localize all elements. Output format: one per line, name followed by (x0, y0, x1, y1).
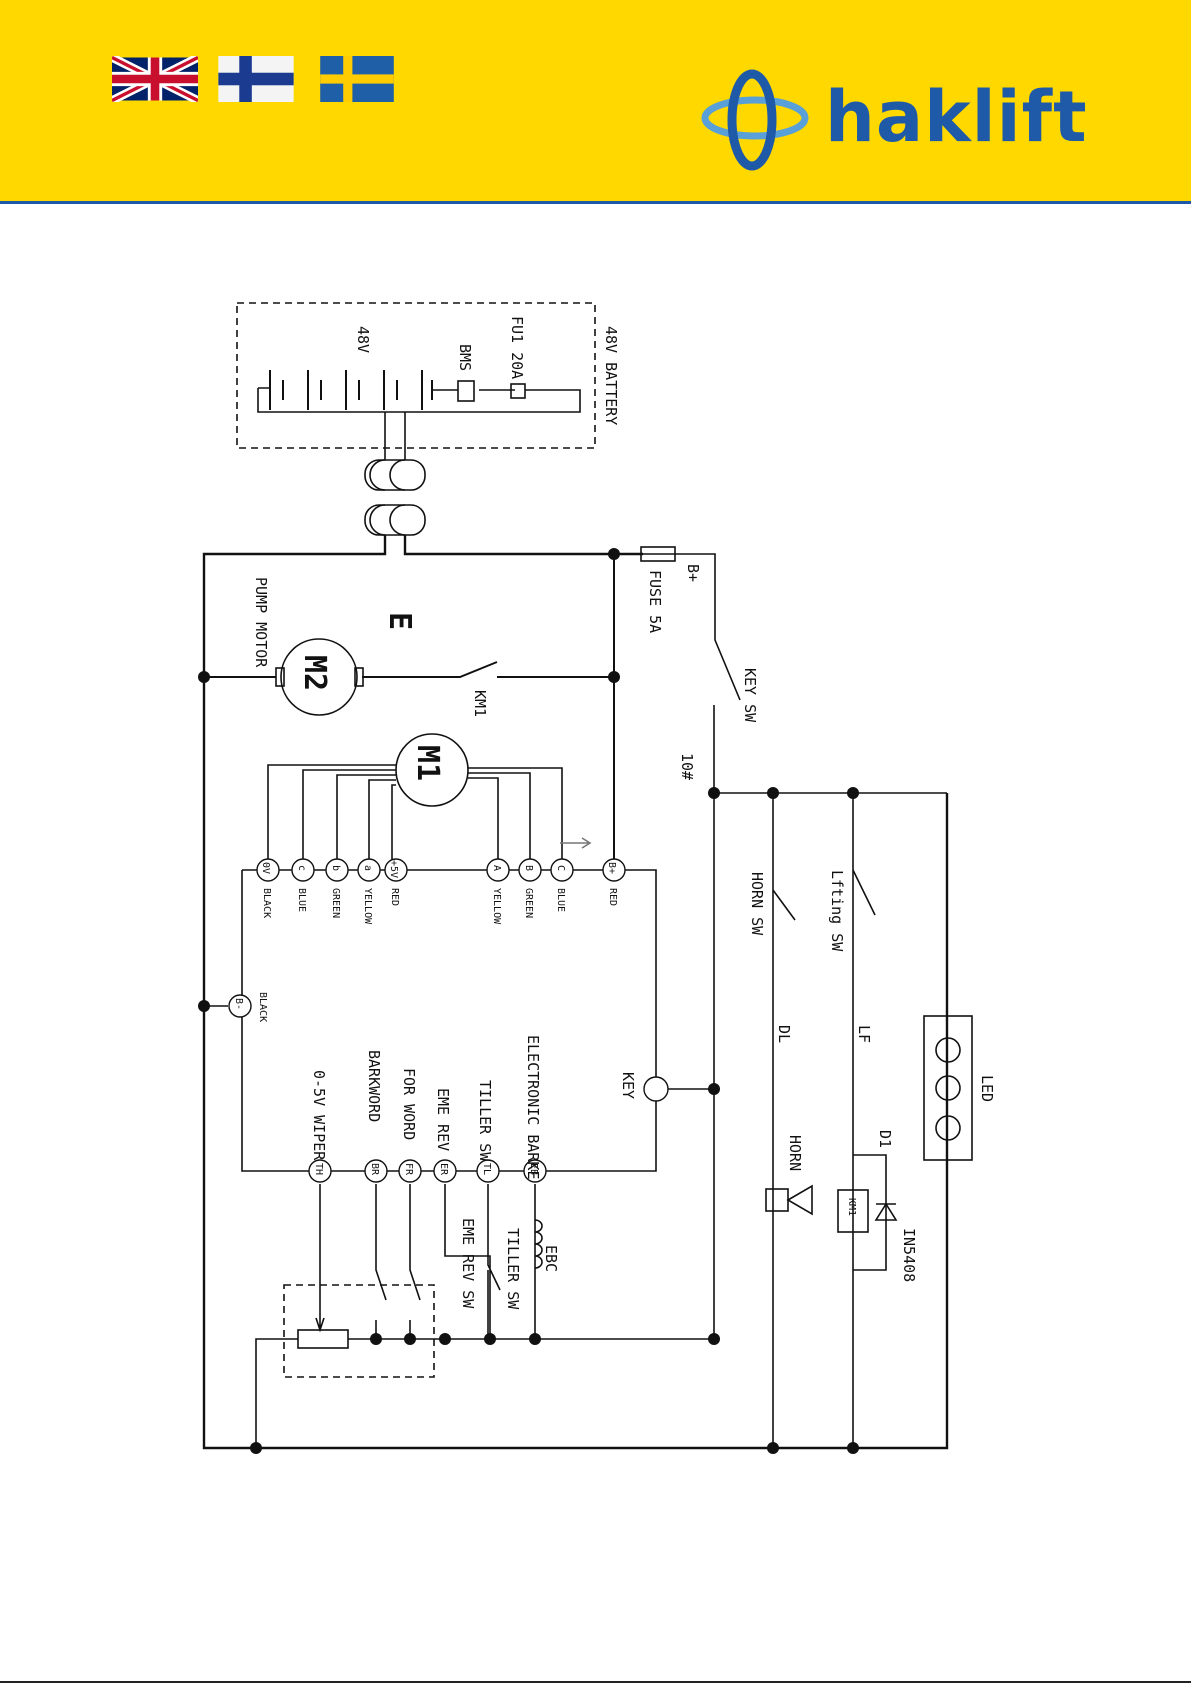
pump-motor-m2-label: M2 (297, 655, 332, 691)
battery-voltage: 48V (354, 326, 372, 353)
pin-a-upper: A (491, 865, 502, 871)
e-label: E (382, 612, 417, 630)
horn-sw-label: HORN SW (748, 872, 766, 936)
pin-b-upper: B (523, 865, 534, 871)
km1-coil (837, 1189, 869, 1233)
lf-label: LF (855, 1025, 873, 1043)
tiller-sw-label: TILLER SW (476, 1080, 494, 1162)
pump-motor-label: PUMP MOTOR (252, 577, 270, 668)
pin-b-minus: B- (233, 998, 244, 1010)
fuse-5a-label: FUSE 5A (646, 570, 664, 633)
d1-label: D1 (876, 1130, 894, 1148)
backward-label: BARKWORD (365, 1050, 383, 1122)
forward-label: FOR WORD (400, 1068, 418, 1140)
connector-upper (364, 459, 426, 491)
pin-0v: 0V (260, 862, 271, 874)
pin-b-plus: B+ (606, 862, 617, 874)
pin-a-lower: a (362, 865, 373, 871)
uk-flag[interactable] (112, 56, 198, 102)
pin-eb: EB (528, 1163, 539, 1175)
wire-10-label: 10# (678, 753, 696, 780)
pin-tl: TL (481, 1163, 492, 1175)
horn-label: HORN (786, 1135, 804, 1171)
eme-rev-sw-label: EME REV SW (459, 1218, 477, 1309)
pin-plus-5v: +5V (388, 860, 399, 878)
wire-color-tag: GREEN (523, 888, 534, 918)
haklift-logo-icon (701, 69, 809, 171)
b-minus-color: BLACK (257, 992, 268, 1022)
haklift-logo: haklift (700, 68, 1090, 174)
pin-br: BR (369, 1163, 380, 1176)
connector-lower (364, 504, 426, 536)
battery-title: 48V BATTERY (602, 326, 620, 425)
pin-c-lower: c (296, 865, 307, 871)
wiper-label: 0-5V WIPER (310, 1070, 328, 1161)
dl-label: DL (775, 1025, 793, 1043)
footer-divider (0, 1681, 1191, 1683)
bms-label: BMS (456, 344, 474, 371)
tiller-sw-switch-label: TILLER SW (504, 1228, 522, 1310)
pin-th: TH (313, 1163, 324, 1175)
bms-block (457, 380, 475, 402)
brand-name: haklift (825, 76, 1088, 158)
wire-color-tag: YELLOW (362, 888, 373, 925)
wire-color-tag: RED (607, 888, 618, 906)
pin-fr: FR (403, 1163, 414, 1176)
potentiometer (297, 1329, 349, 1349)
diode-label: IN5408 (900, 1228, 918, 1282)
battery-box (236, 302, 596, 449)
wire-color-tag: GREEN (330, 888, 341, 918)
pump-motor-m2 (280, 638, 358, 716)
eme-rev-label: EME REV (434, 1088, 452, 1151)
horn-block (765, 1188, 789, 1212)
wire-color-tag: BLUE (296, 888, 307, 912)
pin-b-lower: b (330, 865, 341, 871)
ebc-label: EBC (542, 1245, 560, 1272)
wire-color-tag: BLACK (261, 888, 272, 918)
pin-c-upper: C (555, 865, 566, 871)
km1-contactor-label: KM1 (471, 690, 489, 717)
pin-er: ER (438, 1163, 449, 1176)
led-label: LED (978, 1075, 996, 1102)
km1-coil-label: KM1 (846, 1198, 857, 1216)
wire-color-tag: YELLOW (491, 888, 502, 925)
fuse-fu1 (510, 383, 526, 399)
b-plus-label: B+ (684, 564, 702, 582)
header-banner: haklift (0, 0, 1191, 204)
key-label: KEY (619, 1072, 637, 1099)
finland-flag[interactable] (213, 56, 299, 102)
wire-color-tag: BLUE (555, 888, 566, 912)
drive-motor-m1-label: M1 (410, 745, 445, 781)
sweden-flag[interactable] (314, 56, 400, 102)
wire-color-tag: RED (389, 888, 400, 906)
key-sw-label: KEY SW (741, 668, 759, 723)
pedal-box (283, 1284, 435, 1378)
electronic-brake-label: ELECTRONIC BARKE (524, 1035, 542, 1180)
language-flags (112, 56, 400, 102)
lifting-sw-label: Lfting SW (828, 870, 846, 952)
fuse-fu1-label: FU1 20A (508, 316, 526, 379)
led-panel (923, 1015, 973, 1161)
